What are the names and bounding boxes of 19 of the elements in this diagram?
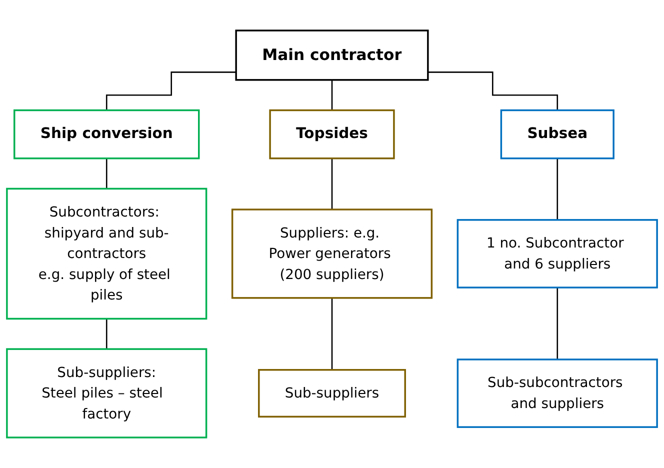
connector: [428, 72, 558, 111]
node-box: Sub-suppliers: [258, 369, 406, 418]
connector: [331, 79, 333, 111]
node-box: Subcontractors: shipyard and sub-contractors e.g. supply of steel piles: [6, 188, 208, 320]
node-box: Suppliers: e.g. Power generators (200 suppliers): [231, 208, 433, 299]
connector: [331, 297, 333, 371]
node-box: Sub-suppliers: Steel piles – steel factory: [6, 348, 208, 438]
connector: [106, 318, 108, 350]
node-box: Subsea: [500, 109, 614, 160]
node-box: Ship conversion: [14, 109, 200, 160]
node-box: 1 no. Subcontractor and 6 suppliers: [456, 219, 658, 288]
connector: [331, 158, 333, 210]
connector: [556, 286, 558, 360]
node-box: Main contractor: [235, 30, 429, 81]
node-box: Sub-subcontractors and suppliers: [456, 358, 658, 428]
connector: [106, 72, 236, 111]
node-box: Topsides: [269, 109, 395, 160]
connector: [106, 158, 108, 190]
connector: [556, 158, 558, 221]
